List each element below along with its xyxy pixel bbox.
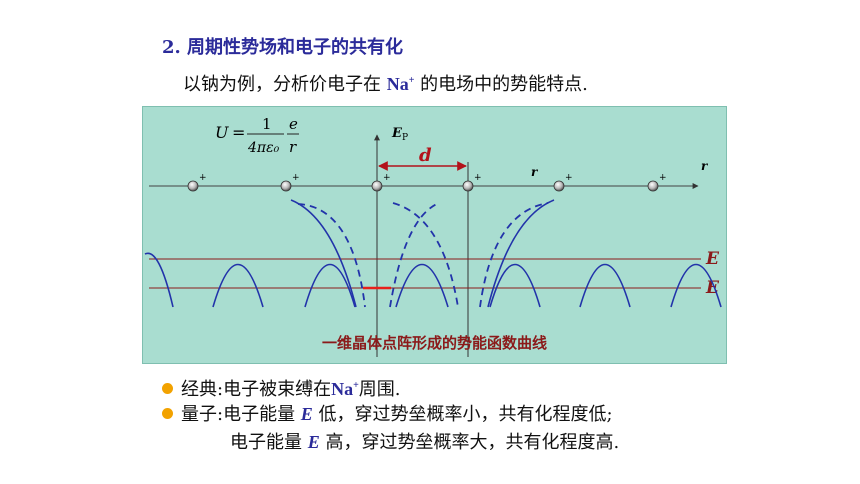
ion-5: +: [553, 173, 573, 192]
formula-equals: =: [232, 123, 245, 142]
bullet-quantum-low-text: 低，穿过势垒概率小，共有化程度低;: [312, 404, 613, 425]
lattice-spacing-label: d: [419, 145, 432, 166]
formula-numerator: 1: [262, 115, 272, 133]
arch-2: [304, 263, 356, 308]
arch-4: [489, 263, 541, 308]
ion-3-charge: +: [383, 173, 391, 183]
ion-2-charge: +: [292, 173, 300, 183]
arch-3-left-wing: [290, 199, 357, 308]
potential-energy-figure: U = 1 4πε₀ e r E P d r r + + + + + + E E: [142, 106, 727, 364]
bullet-list: 经典:电子被束缚在Na+周围. 量子:电子能量 E 低，穿过势垒概率小，共有化程…: [162, 372, 619, 456]
bullet-classical-after: 周围.: [358, 379, 401, 400]
formula-denominator: 4πε₀: [247, 140, 280, 156]
bullet-quantum-energy-symbol: E: [300, 404, 313, 424]
section-heading: 2. 周期性势场和电子的共有化: [162, 37, 404, 58]
figure-caption: 一维晶体点阵形成的势能函数曲线: [321, 334, 547, 352]
bullet-dot-icon: [162, 408, 173, 419]
r-axis-label-1: r: [531, 165, 539, 179]
ion-5-charge: +: [565, 173, 573, 183]
arch-1: [212, 263, 264, 308]
ion-2: +: [280, 173, 300, 192]
intro-after: 的电场中的势能特点.: [414, 74, 588, 95]
intro-text: 以钠为例，分析价电子在 Na+ 的电场中的势能特点.: [183, 70, 588, 96]
single-ion-potential-curves: [297, 202, 549, 308]
ion-4: +: [462, 173, 482, 192]
potential-energy-diagram: U = 1 4πε₀ e r E P d r r + + + + + + E E: [144, 115, 722, 357]
bullet-classical: 经典:电子被束缚在Na+周围.: [162, 372, 619, 400]
na-ion-charge: +: [408, 75, 415, 86]
arch-center: [395, 263, 449, 308]
ep-axis-subscript: P: [402, 133, 408, 143]
bullet-classical-charge: +: [353, 380, 359, 391]
arch-4-right-wing: [487, 199, 555, 308]
dashed-well-left: [297, 203, 366, 308]
periodic-potential-curve: [144, 199, 722, 308]
ion-3: +: [371, 173, 391, 192]
intro-before: 以钠为例，分析价电子在: [183, 74, 387, 95]
ion-1: +: [187, 173, 207, 192]
arch-5: [579, 263, 631, 308]
ep-axis-label: E: [391, 126, 403, 141]
ion-6-charge: +: [659, 173, 667, 183]
bullet-quantum-high-label: 电子能量: [230, 432, 308, 453]
formula-u: U: [215, 123, 229, 142]
formula-e: e: [289, 115, 298, 133]
formula-r: r: [289, 138, 297, 156]
ion-1-charge: +: [199, 173, 207, 183]
arch-0-right: [144, 252, 174, 308]
na-ion-label: Na: [386, 74, 409, 94]
bullet-quantum-label: 量子:电子能量: [181, 404, 301, 425]
ion-4-charge: +: [474, 173, 482, 183]
bullet-quantum-high: 电子能量 E 高，穿过势垒概率大，共有化程度高.: [162, 428, 619, 456]
ion-6: +: [647, 173, 667, 192]
arch-6: [670, 263, 722, 308]
r-axis-label-2: r: [701, 159, 709, 173]
dashed-well-center-right: [392, 202, 459, 308]
bullet-dot-icon: [162, 383, 173, 394]
dashed-well-right: [479, 202, 549, 308]
energy-label-upper: E: [705, 249, 720, 269]
bullet-quantum-high-energy-symbol: E: [307, 432, 320, 452]
bullet-classical-na: Na: [331, 379, 354, 399]
bullet-quantum-high-text: 高，穿过势垒概率大，共有化程度高.: [319, 432, 620, 453]
bullet-quantum-low: 量子:电子能量 E 低，穿过势垒概率小，共有化程度低;: [162, 400, 619, 428]
dashed-well-center-left: [389, 202, 440, 308]
bullet-classical-label: 经典:电子被束缚在: [181, 379, 332, 400]
